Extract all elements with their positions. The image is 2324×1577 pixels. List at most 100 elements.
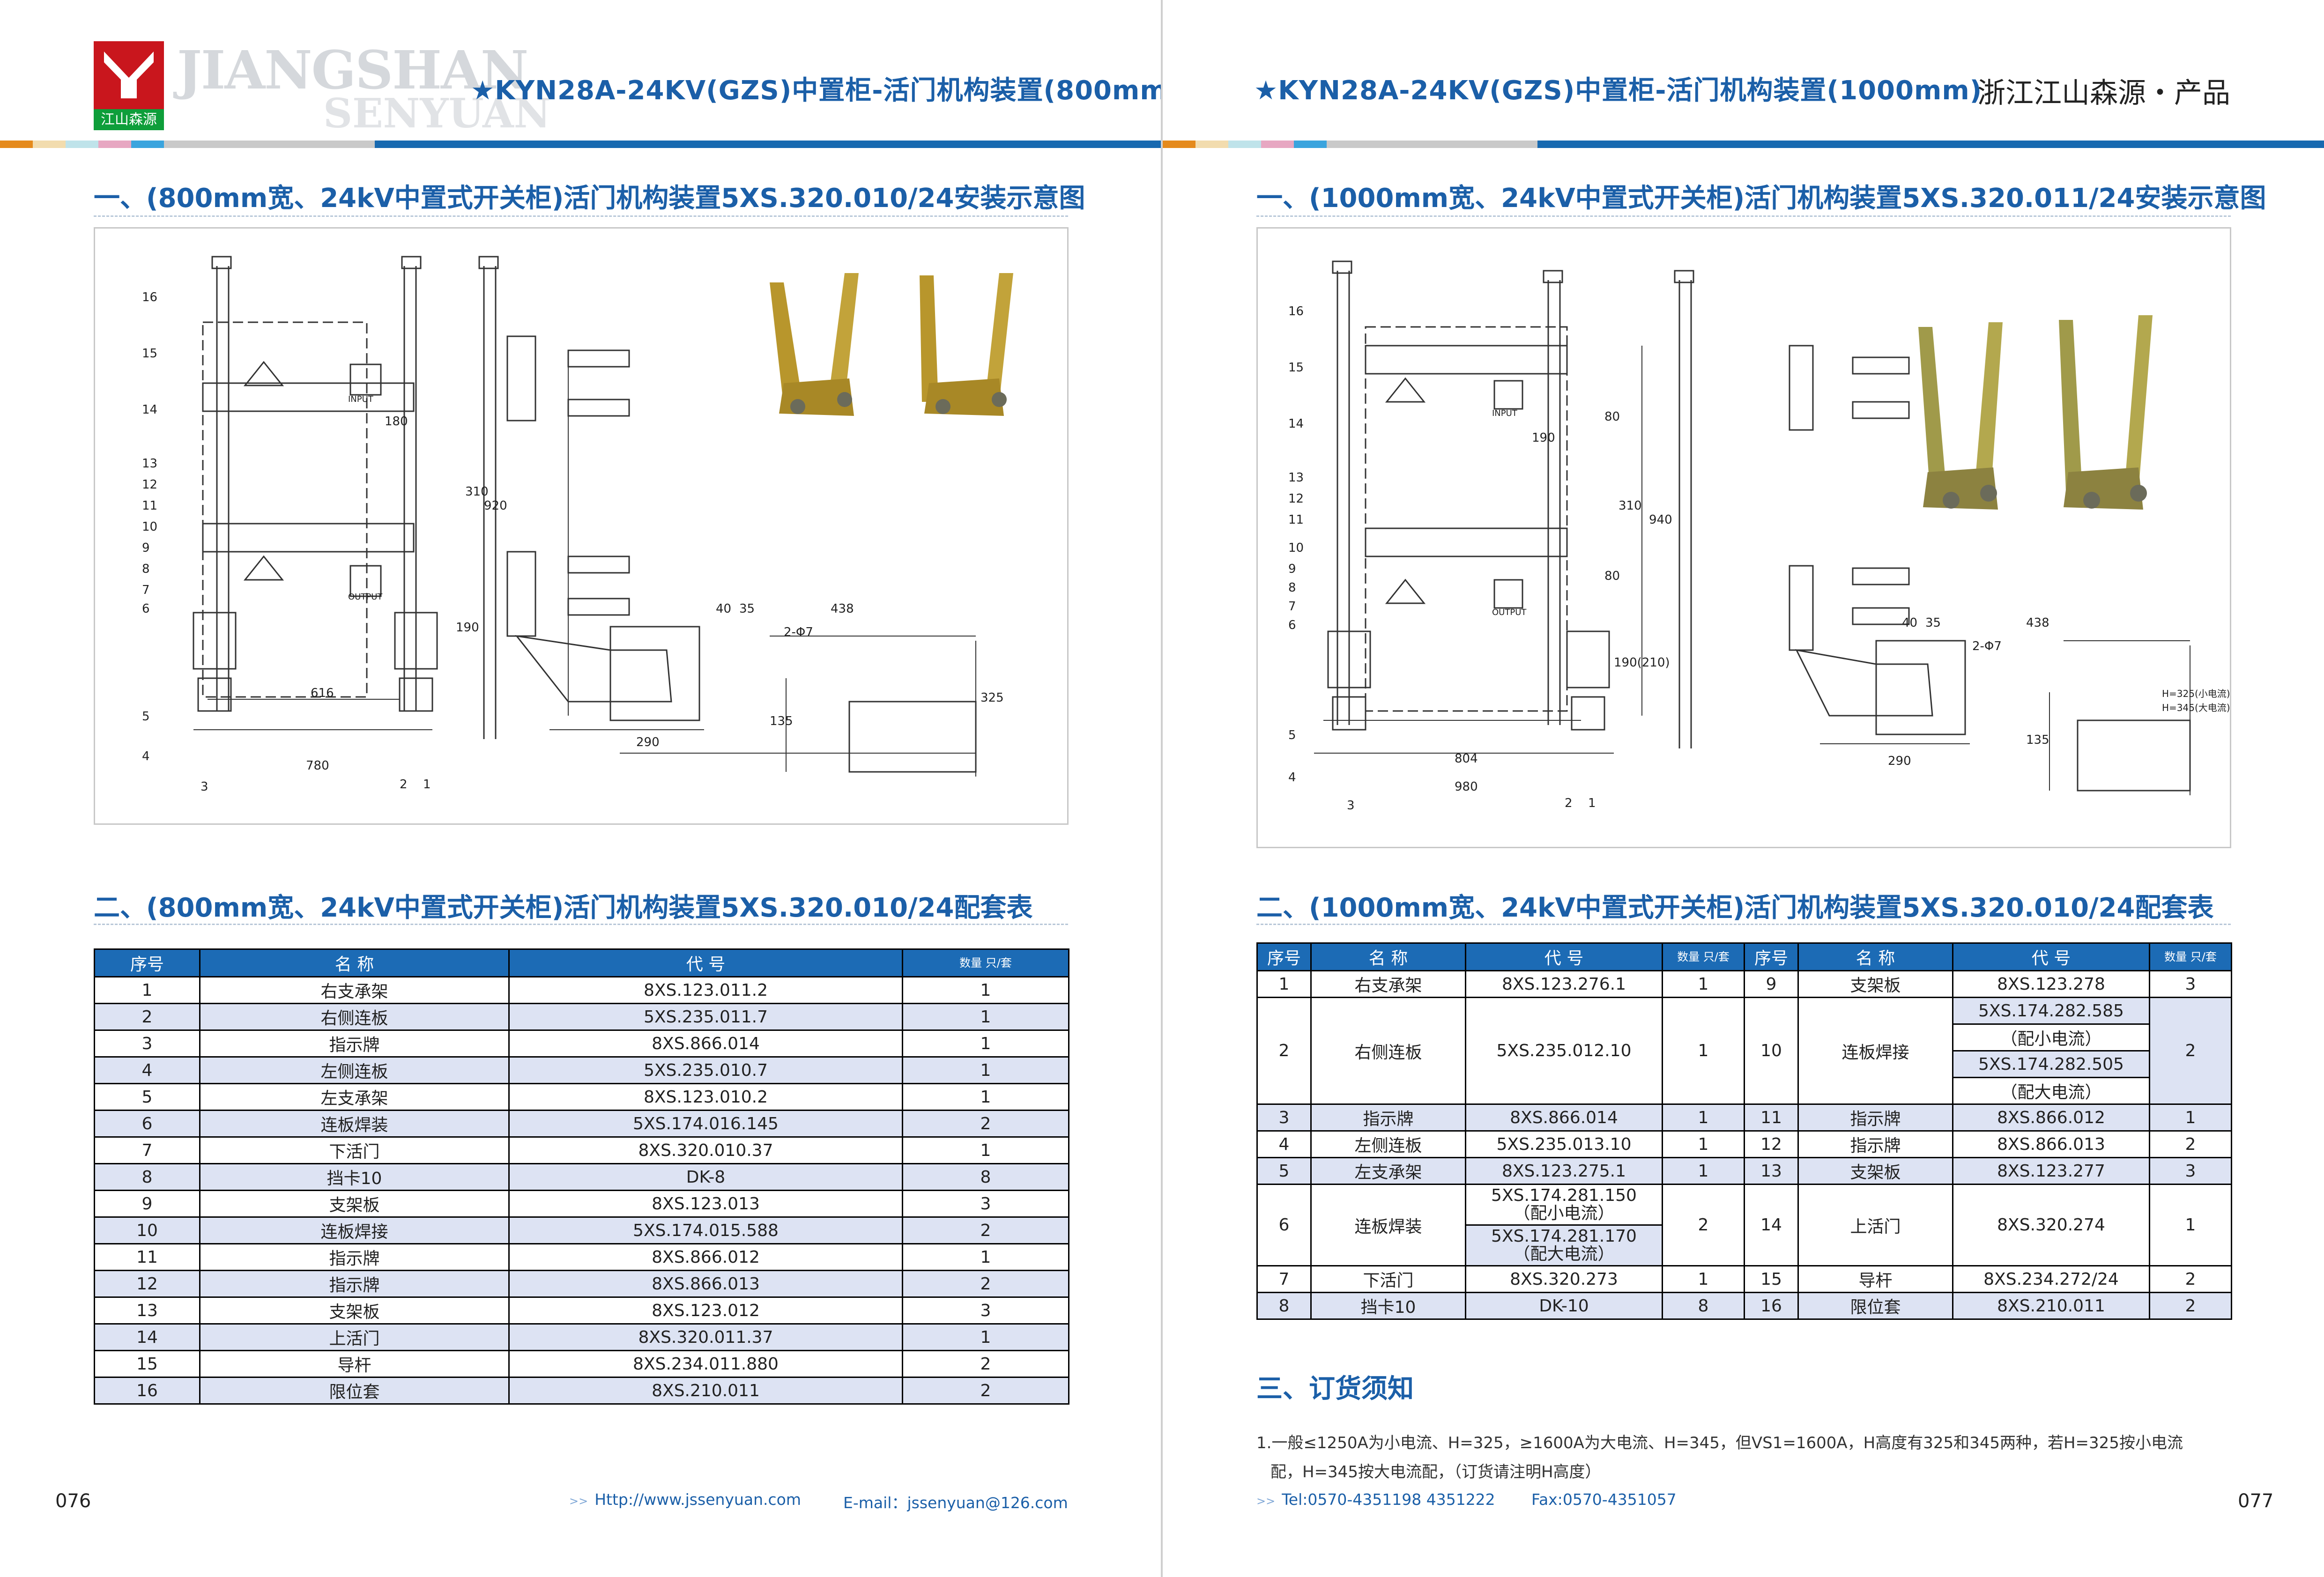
- dimension-label: H=345(大电流): [2162, 702, 2230, 713]
- table-cell: 13: [94, 1296, 200, 1325]
- divider: [94, 215, 1068, 217]
- order-note: 1.一般≤1250A为小电流、H=325，≥1600A为大电流、H=345，但V…: [1256, 1429, 2254, 1487]
- callout-label: 9: [142, 541, 150, 555]
- table-cell: 1: [902, 1083, 1069, 1111]
- table-cell: 14: [94, 1323, 200, 1351]
- dimension-label: 290: [1888, 754, 1911, 768]
- brand-watermark-sub: SENYUAN: [323, 90, 551, 137]
- table-cell: 1: [902, 1243, 1069, 1271]
- output-label: OUTPUT: [348, 592, 383, 602]
- section-1-title: 一、(800mm宽、24kV中置式开关柜)活门机构装置5XS.320.010/2…: [94, 183, 1085, 214]
- table-cell: 导杆: [199, 1350, 510, 1378]
- table-cell: 6: [94, 1110, 200, 1138]
- column-header: 名 称: [1797, 942, 1953, 971]
- dimension-label: 35: [1925, 616, 1941, 630]
- callout-label: 12: [1288, 492, 1304, 506]
- table-cell: 1: [902, 1003, 1069, 1031]
- dimension-label: 804: [1455, 752, 1478, 766]
- table-cell: 8XS.123.013: [508, 1190, 903, 1218]
- callout-label: 14: [1288, 417, 1304, 431]
- table-cell: 下活门: [199, 1136, 510, 1164]
- dimension-label: 310: [465, 485, 489, 499]
- table-row: 6 连板焊装 5XS.174.281.150（配小电流） 2 14 上活门 8X…: [1256, 1184, 2232, 1266]
- table-cell: 右侧连板: [199, 1003, 510, 1031]
- dimension-label: 180: [385, 415, 408, 429]
- output-label: OUTPUT: [1492, 607, 1527, 617]
- table-cell: 9: [94, 1190, 200, 1218]
- brand-watermark: JIANGSHAN: [177, 40, 528, 101]
- dimension-label: 2-Φ7: [784, 625, 813, 639]
- table-row: 5XS.174.282.505: [1257, 1050, 2232, 1078]
- column-header: 数量 只/套: [2149, 942, 2232, 971]
- dimension-label: 290: [636, 735, 660, 749]
- callout-label: 16: [1288, 304, 1304, 318]
- table-cell: DK-8: [508, 1163, 903, 1191]
- table-cell: 支架板: [199, 1190, 510, 1218]
- table-cell: 限位套: [199, 1377, 510, 1405]
- column-header: 名 称: [199, 948, 510, 977]
- table-cell: 1: [902, 1136, 1069, 1164]
- section-2-title: 二、(800mm宽、24kV中置式开关柜)活门机构装置5XS.320.010/2…: [94, 893, 1033, 923]
- dimension-label: 135: [770, 714, 793, 728]
- table-cell: 8XS.320.011.37: [508, 1323, 903, 1351]
- table-cell: 2: [902, 1350, 1069, 1378]
- installation-drawing: 16 15 14 13 12 11 10 9 8 7 6 5 4 3 2 1 I…: [1256, 227, 2231, 848]
- table-cell: 2: [902, 1110, 1069, 1138]
- dimension-label: 40: [716, 602, 731, 616]
- divider: [1256, 215, 2231, 217]
- page-number: 077: [2238, 1490, 2274, 1512]
- callout-label: 9: [1288, 562, 1296, 576]
- arrow-icon: >>: [569, 1495, 588, 1508]
- callout-label: 5: [1288, 728, 1296, 742]
- callout-label: 1: [423, 777, 431, 792]
- table-cell: 8XS.123.010.2: [508, 1083, 903, 1111]
- table-cell: 1: [902, 1029, 1069, 1058]
- callout-label: 2: [1565, 796, 1573, 810]
- table-cell: 10: [94, 1216, 200, 1244]
- dimension-label: 980: [1455, 780, 1478, 794]
- table-row: 5XS.174.281.170（配大电流）: [1257, 1224, 2232, 1266]
- table-cell: 连板焊接: [199, 1216, 510, 1244]
- table-cell: 5XS.174.016.145: [508, 1110, 903, 1138]
- input-label: INPUT: [348, 394, 374, 404]
- table-cell: 指示牌: [199, 1029, 510, 1058]
- email-link[interactable]: E-mail：jssenyuan@126.com: [843, 1494, 1068, 1512]
- callout-label: 12: [142, 478, 157, 492]
- table-cell: 5XS.174.015.588: [508, 1216, 903, 1244]
- table-cell: 1: [902, 1056, 1069, 1084]
- table-cell: 11: [94, 1243, 200, 1271]
- column-header: 代 号: [1465, 942, 1663, 971]
- table-cell: 8XS.866.013: [508, 1270, 903, 1298]
- website-link[interactable]: >>Http://www.jssenyuan.com: [569, 1490, 801, 1509]
- dimension-label: 35: [739, 602, 755, 616]
- section-1-title: 一、(1000mm宽、24kV中置式开关柜)活门机构装置5XS.320.011/…: [1256, 183, 2266, 214]
- table-cell: 1: [902, 1323, 1069, 1351]
- left-page: 江山森源 JIANGSHAN SENYUAN ★KYN28A-24KV(GZS)…: [0, 0, 1180, 1577]
- table-cell: 8: [902, 1163, 1069, 1191]
- table-cell: 1: [94, 976, 200, 1004]
- table-cell: 左侧连板: [199, 1056, 510, 1084]
- table-cell: 指示牌: [199, 1270, 510, 1298]
- callout-label: 10: [142, 520, 157, 534]
- callout-label: 2: [400, 777, 408, 792]
- table-cell: 5XS.235.011.7: [508, 1003, 903, 1031]
- right-page: ★KYN28A-24KV(GZS)中置柜-活门机构装置(1000mm) 浙江江山…: [1163, 0, 2324, 1577]
- installation-drawing: 16 15 14 13 12 11 10 9 8 7 6 5 4 3 2 1 I…: [94, 227, 1069, 825]
- callout-label: 3: [200, 780, 208, 794]
- column-header: 序号: [94, 948, 200, 977]
- table-cell: 左支承架: [199, 1083, 510, 1111]
- table-cell: 8XS.123.011.2: [508, 976, 903, 1004]
- mechanism-schematic: 16 15 14 13 12 11 10 9 8 7 6 5 4 3 2 1 I…: [142, 256, 1013, 794]
- fax-info: Fax:0570-4351057: [1531, 1490, 1677, 1509]
- company-name: 浙江江山森源・产品: [1977, 77, 2230, 110]
